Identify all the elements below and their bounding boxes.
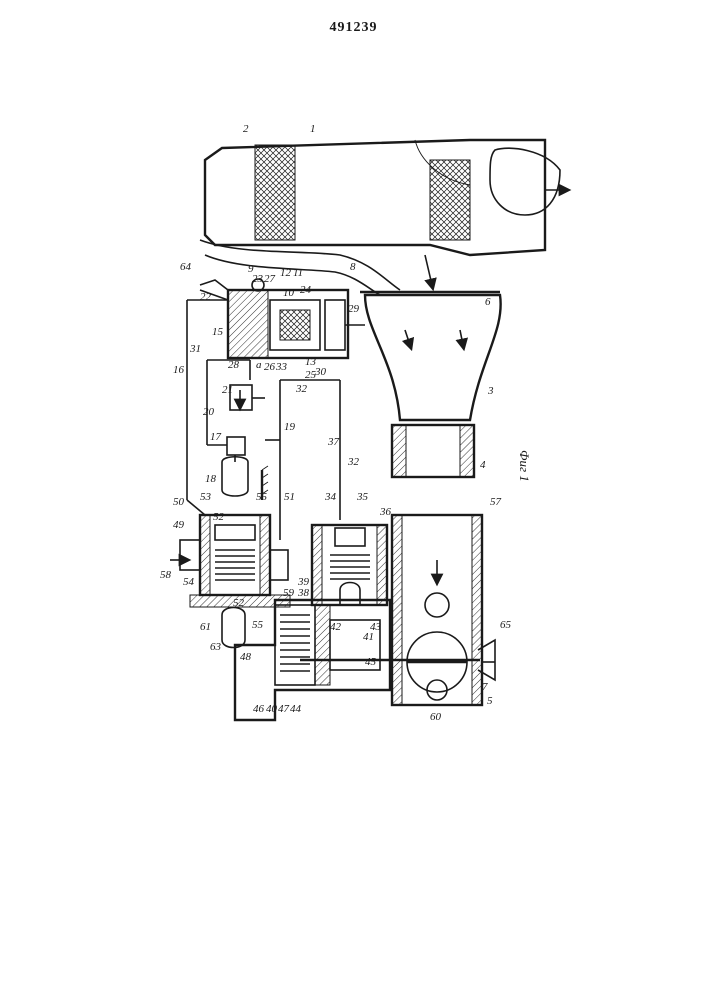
callout-49: 49 [173, 519, 185, 531]
callout-50: 50 [173, 496, 185, 508]
funnel-throttle-body [365, 295, 501, 477]
callout-52-bottom: 52 [233, 597, 245, 609]
air-filter-housing [205, 140, 565, 255]
callout-61: 61 [200, 621, 211, 633]
callout-29: 29 [348, 303, 360, 315]
callout-2: 2 [243, 123, 249, 135]
callout-42: 42 [330, 621, 342, 633]
callout-51: 51 [284, 491, 295, 503]
callout-8: 8 [350, 261, 356, 273]
callout-52-top: 52 [213, 511, 225, 523]
callout-34: 34 [324, 491, 337, 503]
callout-63: 63 [210, 641, 222, 653]
callout-30: 30 [314, 366, 327, 378]
callout-21: 21 [222, 384, 233, 396]
callout-36: 36 [379, 506, 392, 518]
callout-43: 43 [370, 621, 382, 633]
callout-35: 35 [356, 491, 369, 503]
callout-11: 11 [293, 267, 303, 279]
callout-28: 28 [228, 359, 240, 371]
callout-55-lower: 55 [252, 619, 264, 631]
callout-57: 57 [490, 496, 502, 508]
callout-37: 37 [327, 436, 340, 448]
callout-23: 23 [252, 273, 264, 285]
callout-38: 38 [297, 587, 310, 599]
callout-47: 47 [278, 703, 290, 715]
callout-18: 18 [205, 473, 217, 485]
callout-44: 44 [290, 703, 302, 715]
callout-7: 7 [482, 681, 488, 693]
callout-5: 5 [487, 695, 493, 707]
callout-54: 54 [183, 576, 195, 588]
callout-4: 4 [480, 459, 486, 471]
callout-24: 24 [300, 284, 312, 296]
callout-53: 53 [200, 491, 212, 503]
callout-40: 40 [266, 703, 278, 715]
callout-26: 26 [264, 361, 276, 373]
callout-31: 31 [189, 343, 201, 355]
callout-22: 22 [200, 291, 212, 303]
callout-20: 20 [203, 406, 215, 418]
callout-32-lower: 32 [347, 456, 360, 468]
callout-19: 19 [284, 421, 296, 433]
callout-3: 3 [487, 385, 494, 397]
callout-58: 58 [160, 569, 172, 581]
callout-59: 59 [283, 587, 295, 599]
callout-27: 27 [264, 273, 276, 285]
callout-46: 46 [253, 703, 265, 715]
callout-60: 60 [430, 711, 442, 723]
callout-45: 45 [365, 656, 377, 668]
callout-12: 12 [280, 267, 292, 279]
callout-1: 1 [310, 123, 316, 135]
callout-48: 48 [240, 651, 252, 663]
callout-6: 6 [485, 296, 491, 308]
callout-64: 64 [180, 261, 192, 273]
callout-16: 16 [173, 364, 185, 376]
callout-a: a [256, 359, 262, 371]
callout-15: 15 [212, 326, 224, 338]
throttle-tube [392, 515, 495, 705]
figure-caption: Фиг 1 [517, 450, 532, 482]
bellows-housing [235, 600, 480, 720]
callout-65: 65 [500, 619, 512, 631]
callout-10: 10 [283, 287, 295, 299]
callout-33: 33 [275, 361, 288, 373]
callout-32-upper: 32 [295, 383, 308, 395]
callout-55-upper: 55 [256, 491, 268, 503]
callout-17: 17 [210, 431, 222, 443]
spring-valve-lower [312, 525, 387, 605]
